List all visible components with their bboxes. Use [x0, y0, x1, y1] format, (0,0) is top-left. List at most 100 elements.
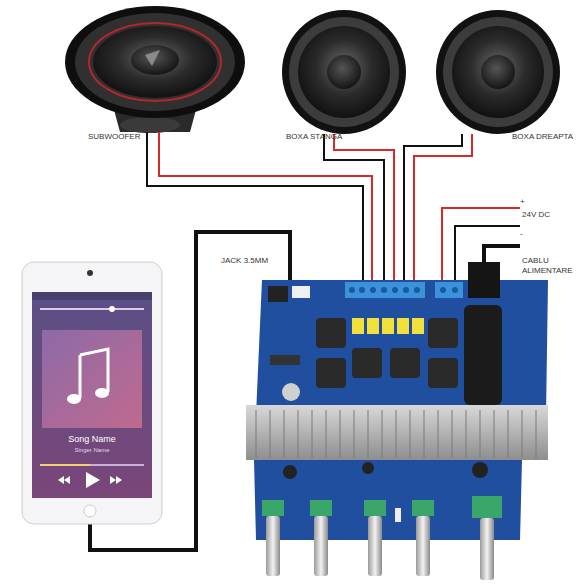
amplifier-board-part	[292, 286, 310, 298]
amplifier-board-part	[480, 518, 494, 580]
amplifier-board-part	[268, 286, 288, 302]
subwoofer-drawing-part	[131, 45, 179, 75]
amplifier-board-part	[370, 287, 376, 293]
right-speaker-drawing-part	[443, 17, 553, 127]
amplifier-board-part	[428, 318, 458, 348]
amplifier-board-part	[367, 318, 379, 334]
amplifier-board-part	[382, 318, 394, 334]
speaker-wires-part	[147, 132, 363, 284]
amplifier-board-part	[392, 287, 398, 293]
left-speaker-drawing-part	[327, 55, 361, 89]
amplifier-board-part	[472, 462, 488, 478]
song-text: Song Name	[22, 434, 162, 444]
phone-drawing-part	[40, 464, 144, 466]
amplifier-board-part	[270, 355, 300, 365]
subwoofer-drawing-part	[145, 50, 160, 66]
speaker-wires-part	[334, 134, 394, 284]
polarity-mark: -	[520, 229, 540, 239]
phone-drawing	[22, 262, 162, 524]
speaker-label-box: BOXA STANGA	[280, 10, 410, 145]
amplifier-board-part	[246, 405, 548, 460]
amplifier-board-part	[364, 500, 386, 516]
speaker-wires-part	[324, 134, 384, 284]
left-speaker-drawing-part	[289, 17, 399, 127]
amplifier-board-part	[283, 465, 297, 479]
phone-drawing-part	[22, 262, 162, 524]
amplifier-board-part	[381, 287, 387, 293]
phone-drawing-part	[58, 476, 122, 484]
song-text: Singer Name	[22, 445, 162, 455]
phone-drawing-part	[67, 394, 81, 404]
voltage-label: 24V DC	[522, 210, 572, 220]
phone-drawing-part	[109, 306, 115, 312]
speaker-wires-part	[159, 132, 372, 284]
amplifier-board-part	[345, 282, 425, 298]
jack-label: JACK 3.5MM	[221, 256, 291, 266]
amplifier-board-part	[428, 358, 458, 388]
left-speaker-drawing	[282, 10, 406, 134]
phone-drawing-part	[80, 349, 108, 398]
subwoofer-drawing-part	[89, 23, 221, 101]
amplifier-board-part	[266, 516, 280, 576]
polarity-mark: +	[520, 197, 540, 207]
phone-drawing-part	[84, 505, 96, 517]
subwoofer-drawing-part	[65, 6, 245, 118]
amplifier-board-part	[440, 287, 446, 293]
amplifier-board-part	[414, 287, 420, 293]
left-speaker-drawing-part	[282, 10, 406, 134]
amplifier-board-part	[368, 516, 382, 576]
phone-drawing-part	[40, 308, 144, 310]
amplifier-board-part	[310, 500, 332, 516]
amplifier-board-part	[352, 348, 382, 378]
phone-drawing-part	[32, 292, 152, 300]
amplifier-board-part	[314, 516, 328, 576]
left-speaker-drawing-part	[298, 26, 390, 118]
subwoofer-drawing-part	[93, 26, 217, 98]
amplifier-board-part	[316, 318, 346, 348]
phone-box: Song NameSinger Name	[22, 262, 162, 524]
amplifier-board-part	[397, 318, 409, 334]
amplifier-board-part	[262, 500, 284, 516]
amplifier-board-part	[256, 280, 548, 415]
right-speaker-drawing-part	[452, 26, 544, 118]
power-cable-label: CABLU ALIMENTARE	[522, 256, 578, 276]
amplifier-board-part	[412, 318, 424, 334]
amplifier-board-part	[282, 383, 300, 401]
amplifier-board-part	[472, 496, 502, 518]
amplifier-board-part	[435, 282, 463, 298]
subwoofer-drawing-part	[120, 117, 180, 133]
amplifier-board-part	[359, 287, 365, 293]
amplifier-board-part	[452, 287, 458, 293]
amplifier-board-part	[349, 287, 355, 293]
right-speaker-drawing	[436, 10, 560, 134]
subwoofer-drawing	[65, 6, 245, 133]
phone-drawing-part	[40, 464, 90, 466]
amplifier-board-part	[468, 262, 500, 298]
amplifier-board-part	[395, 508, 401, 522]
phone-drawing-part	[86, 472, 100, 488]
amplifier-board-part	[464, 305, 502, 405]
speaker-label: SUBWOOFER	[88, 132, 140, 142]
speaker-label: BOXA DREAPTA	[512, 132, 573, 142]
right-speaker-drawing-part	[481, 55, 515, 89]
phone-drawing-part	[42, 330, 142, 428]
amplifier-board-part	[256, 410, 536, 458]
amplifier-board-part	[390, 348, 420, 378]
subwoofer-drawing-part	[75, 13, 235, 111]
amplifier-board-part	[316, 358, 346, 388]
phone-drawing-part	[87, 270, 93, 276]
power-wires-part	[484, 246, 520, 262]
speaker-label-box: SUBWOOFER	[60, 10, 250, 145]
phone-drawing-part	[32, 292, 152, 498]
speaker-label-box: BOXA DREAPTA	[435, 10, 575, 145]
amplifier-board-part	[352, 318, 364, 334]
amplifier-board-part	[416, 516, 430, 576]
right-speaker-drawing-part	[436, 10, 560, 134]
amplifier-board-part	[403, 287, 409, 293]
speaker-label: BOXA STANGA	[286, 132, 342, 142]
amplifier-board	[246, 262, 548, 580]
phone-drawing-part	[95, 388, 109, 398]
amplifier-board-part	[362, 462, 374, 474]
